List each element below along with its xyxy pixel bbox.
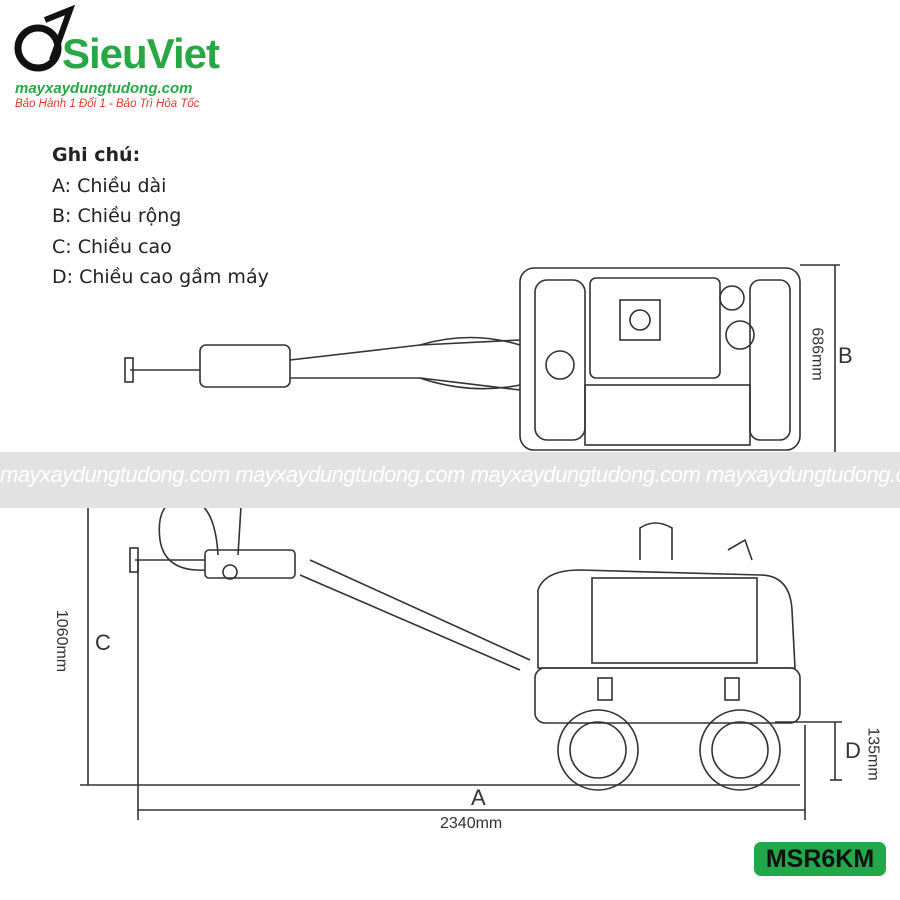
- dimension-a-value: 2340mm: [440, 815, 503, 832]
- dimension-b-letter: B: [838, 343, 853, 368]
- dimension-d-line: [775, 721, 842, 781]
- logo-name: SieuViet: [62, 30, 220, 77]
- dimension-d-letter: D: [845, 738, 861, 763]
- side-view-drawing: [129, 489, 801, 791]
- logo-slogan: Bảo Hành 1 Đổi 1 - Bảo Trì Hỏa Tốc: [15, 98, 200, 110]
- dimension-d-value: 135mm: [864, 727, 882, 781]
- note-item: A: Chiều dài: [52, 174, 167, 197]
- dimension-c-letter: C: [95, 630, 111, 655]
- notes-legend: Ghi chú: A: Chiều dài B: Chiều rộng C: C…: [52, 140, 269, 293]
- note-item: C: Chiều cao: [52, 235, 172, 258]
- dimension-b-value: 686mm: [808, 327, 826, 381]
- logo-mark-icon: [14, 4, 76, 72]
- dimension-a-line: [138, 725, 806, 820]
- logo-website: mayxaydungtudong.com: [15, 80, 193, 97]
- dimension-c-line: [80, 499, 800, 820]
- watermark-text: mayxaydungtudong.com mayxaydungtudong.co…: [0, 462, 900, 487]
- note-item: D: Chiều cao gầm máy: [52, 266, 269, 288]
- note-item: B: Chiều rộng: [52, 205, 182, 227]
- notes-title: Ghi chú:: [52, 144, 141, 166]
- dimension-a-letter: A: [471, 785, 486, 810]
- watermark-band: [0, 452, 900, 508]
- top-view-drawing: [124, 267, 801, 451]
- dimension-c-value: 1060mm: [53, 609, 71, 673]
- model-badge: MSR6KM: [754, 842, 886, 876]
